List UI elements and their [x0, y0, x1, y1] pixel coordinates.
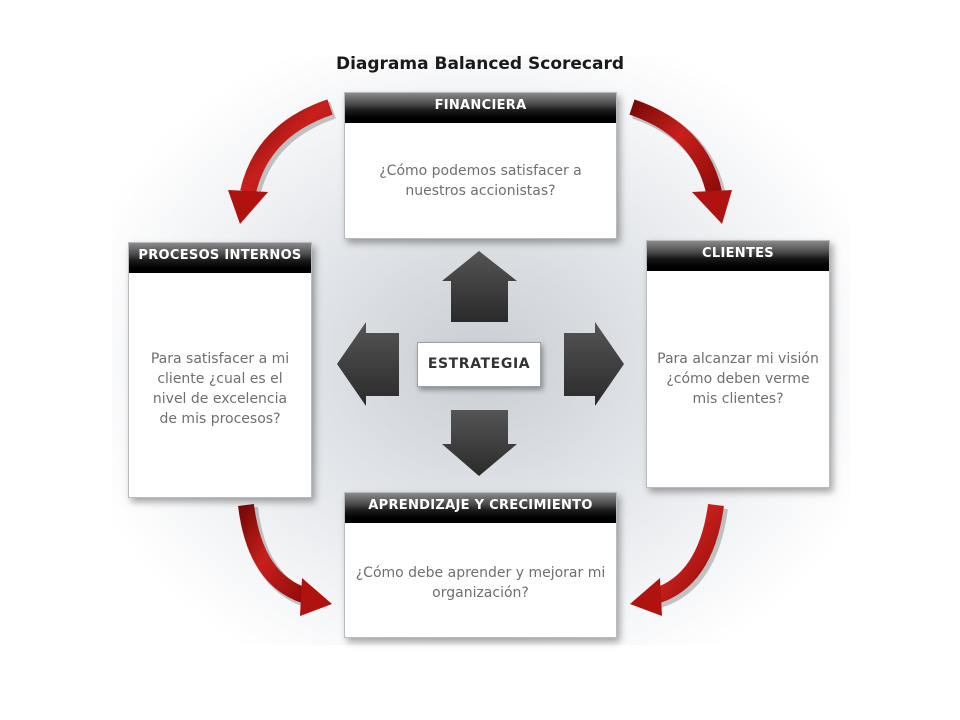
card-text-line: cliente ¿cual es el — [157, 371, 283, 387]
card-financiera-header: FINANCIERA — [345, 93, 616, 123]
card-clientes: CLIENTES Para alcanzar mi visión ¿cómo d… — [646, 240, 830, 488]
card-text-line: nivel de excelencia — [152, 391, 288, 407]
strategy-box: ESTRATEGIA — [417, 342, 541, 387]
card-aprendizaje: APRENDIZAJE Y CRECIMIENTO ¿Cómo debe apr… — [344, 492, 617, 638]
card-text-line: Para satisfacer a mi — [150, 351, 290, 367]
cycle-arrow-bottom-left-icon — [238, 503, 332, 616]
card-text-line: ¿Cómo debe aprender y mejorar mi — [355, 565, 606, 581]
card-aprendizaje-header: APRENDIZAJE Y CRECIMIENTO — [345, 493, 616, 523]
card-financiera: FINANCIERA ¿Cómo podemos satisfacer a nu… — [344, 92, 617, 239]
arrow-up-icon — [442, 251, 517, 322]
card-text-line: ¿Cómo podemos satisfacer a — [379, 163, 582, 179]
card-text-line: nuestros accionistas? — [405, 183, 556, 199]
diagram-title: Diagrama Balanced Scorecard — [335, 54, 625, 74]
arrow-right-icon — [564, 322, 624, 406]
card-financiera-text: ¿Cómo podemos satisfacer a nuestros acci… — [345, 161, 616, 201]
cycle-arrow-bottom-right-icon — [630, 503, 728, 616]
card-procesos-internos: PROCESOS INTERNOS Para satisfacer a mi c… — [128, 242, 312, 498]
arrow-down-icon — [442, 410, 517, 476]
card-text-line: ¿cómo deben verme — [666, 371, 810, 387]
card-procesos-text: Para satisfacer a mi cliente ¿cual es el… — [129, 349, 311, 429]
cycle-arrow-top-right-icon — [629, 99, 732, 224]
card-clientes-header: CLIENTES — [647, 241, 829, 271]
arrow-left-icon — [337, 322, 399, 406]
card-aprendizaje-text: ¿Cómo debe aprender y mejorar mi organiz… — [345, 563, 616, 603]
card-procesos-header: PROCESOS INTERNOS — [129, 243, 311, 273]
card-text-line: Para alcanzar mi visión — [657, 351, 819, 367]
card-clientes-text: Para alcanzar mi visión ¿cómo deben verm… — [647, 349, 829, 409]
card-text-line: organización? — [432, 585, 529, 601]
cycle-arrow-top-left-icon — [228, 99, 337, 224]
card-text-line: de mis procesos? — [159, 411, 281, 427]
card-text-line: mis clientes? — [692, 391, 784, 407]
